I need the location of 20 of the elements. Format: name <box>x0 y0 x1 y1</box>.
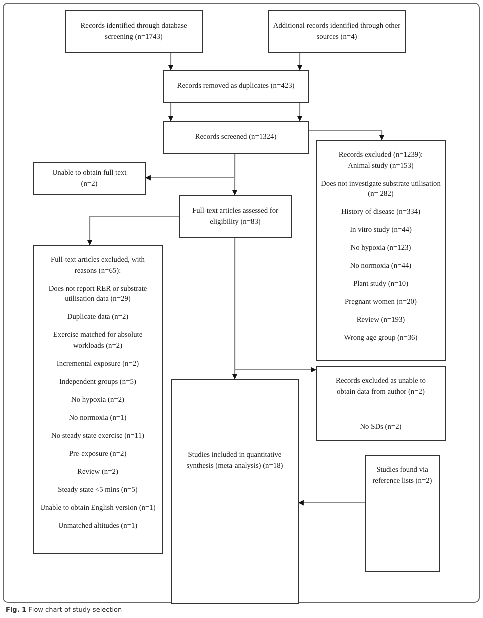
arrow <box>298 500 365 506</box>
arrow <box>87 216 179 246</box>
process-box <box>163 121 309 154</box>
arrow <box>168 53 174 71</box>
process-box <box>268 10 406 53</box>
process-box <box>65 10 203 53</box>
arrow <box>234 238 317 373</box>
process-box <box>163 70 309 103</box>
arrow <box>297 103 303 122</box>
process-box <box>179 195 292 238</box>
arrow <box>297 53 303 71</box>
arrow <box>232 154 238 196</box>
process-box <box>33 245 163 554</box>
arrow <box>309 130 385 141</box>
process-box <box>171 379 299 604</box>
process-box <box>316 366 446 441</box>
arrow <box>168 103 174 122</box>
process-box <box>316 140 446 361</box>
process-box <box>33 162 146 195</box>
process-box <box>365 455 440 572</box>
